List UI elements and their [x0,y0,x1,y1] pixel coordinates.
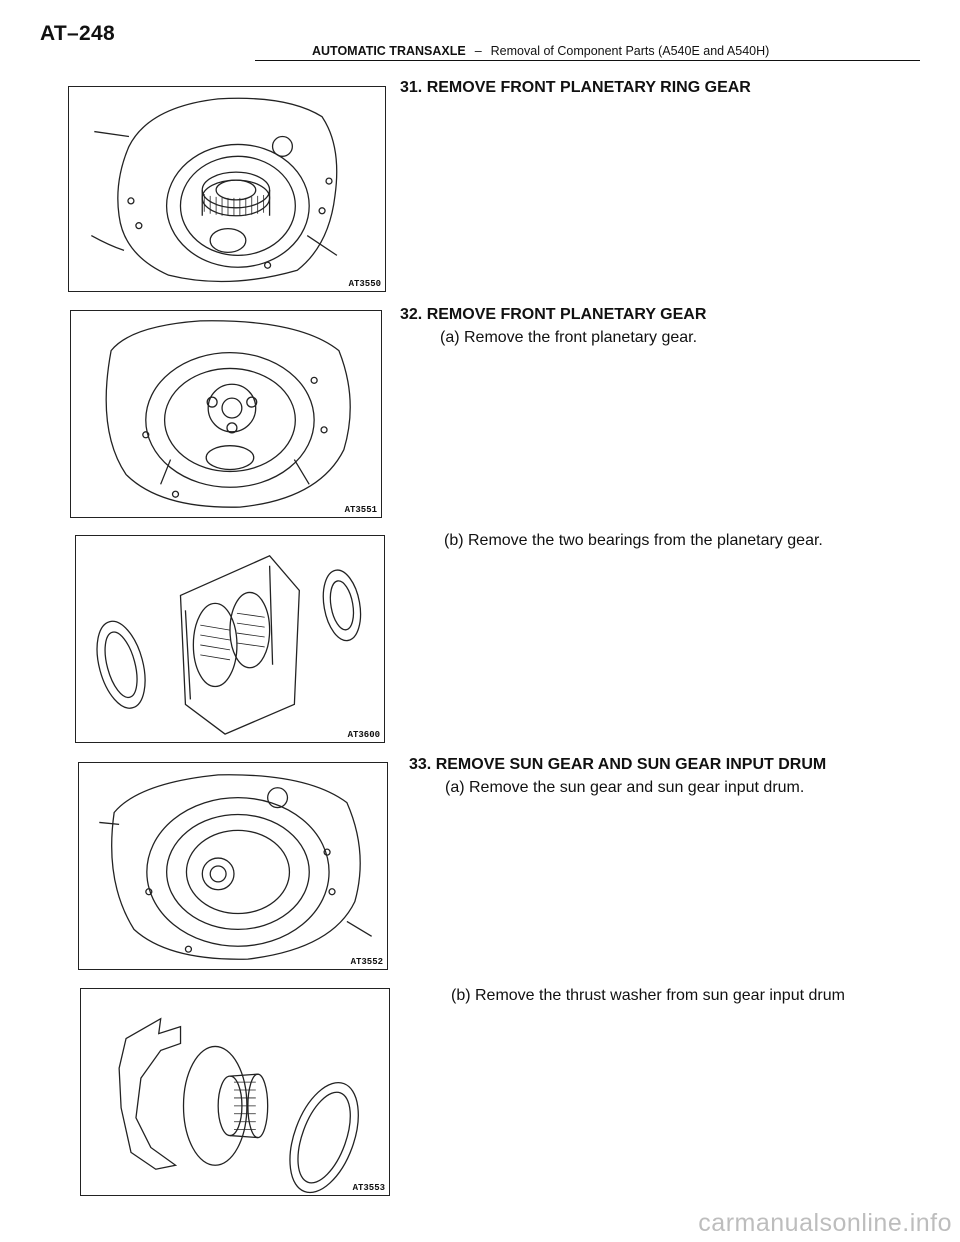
step-33-sub-b: (b) Remove the thrust washer from sun ge… [451,987,845,1004]
bearings-illustration [96,555,362,735]
header-rule [255,60,920,61]
planetary-gear-illustration [105,320,351,508]
watermark: carmanualsonline.info [698,1209,952,1237]
header-separator: – [474,44,482,58]
subsection-title: Removal of Component Parts (A540E and A5… [490,44,770,58]
running-header: AUTOMATIC TRANSAXLE–Removal of Component… [312,44,769,58]
figure-thrust-washer: AT3553 [80,988,390,1196]
page-number: AT–248 [40,22,115,45]
ring-gear-illustration [91,97,338,283]
section-title: AUTOMATIC TRANSAXLE [312,44,466,58]
step-32-sub-a: (a) Remove the front planetary gear. [440,329,698,346]
figure-code: AT3600 [346,730,381,740]
figure-code: AT3552 [349,957,384,967]
figure-code: AT3550 [347,279,382,289]
thrust-washer-illustration [118,1017,359,1194]
step-31-title: 31. REMOVE FRONT PLANETARY RING GEAR [400,79,751,96]
figure-code: AT3551 [343,505,378,515]
figure-planetary-bearings: AT3600 [75,535,385,743]
step-33-sub-a: (a) Remove the sun gear and sun gear inp… [445,779,805,796]
step-32-title: 32. REMOVE FRONT PLANETARY GEAR [400,306,707,323]
figure-code: AT3553 [351,1183,386,1193]
sun-gear-drum-illustration [99,774,372,960]
figure-sun-gear-drum: AT3552 [78,762,388,970]
step-32-sub-b: (b) Remove the two bearings from the pla… [444,532,823,549]
step-33-title: 33. REMOVE SUN GEAR AND SUN GEAR INPUT D… [409,756,827,773]
figure-front-planetary-gear: AT3551 [70,310,382,518]
figure-ring-gear: AT3550 [68,86,386,292]
